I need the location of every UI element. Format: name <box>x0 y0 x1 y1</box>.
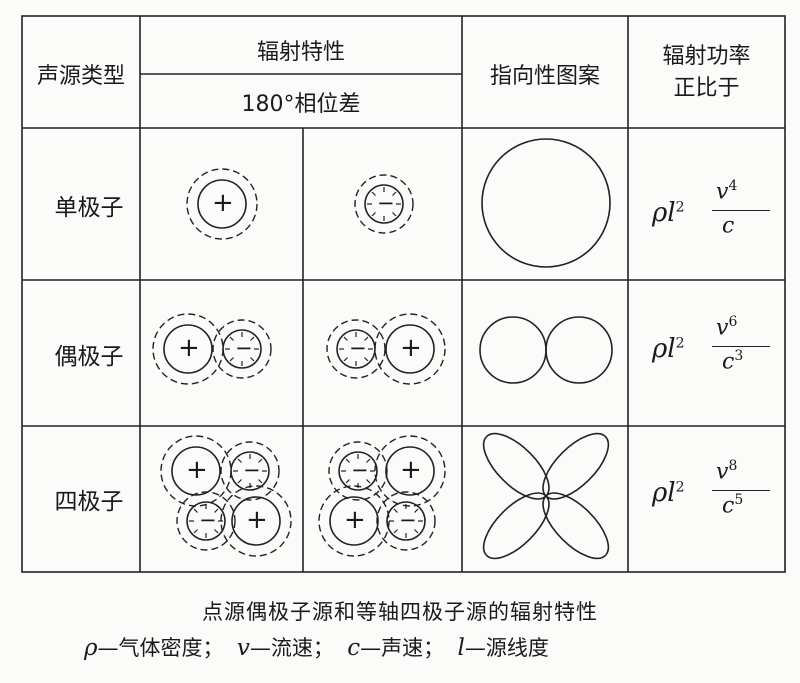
header-power-line2: 正比于 <box>673 76 740 101</box>
row-label-quadrupole: 四极子 <box>54 489 124 515</box>
header-power-line1: 辐射功率 <box>662 44 751 69</box>
symbol-legend: ρ—气体密度； v—流速； c—声速； l—源线度 <box>84 632 549 662</box>
legend-symbol: v <box>236 635 250 661</box>
formula-num-exp: 4 <box>728 178 738 194</box>
formula-monopole: ρl2 v4 c <box>630 170 785 250</box>
formula-den-exp: 3 <box>734 348 744 364</box>
sign-minus: − <box>377 191 395 215</box>
formula-den-exp: 5 <box>734 492 744 508</box>
sign-plus: + <box>246 505 268 535</box>
legend-symbol: l <box>457 635 465 661</box>
formula-den: c <box>722 493 735 519</box>
formula-dipole: ρl2 v6 c3 <box>630 306 785 386</box>
legend-symbol: ρ <box>84 635 98 661</box>
sign-plus: + <box>344 505 366 535</box>
legend-desc: —气体密度； <box>97 636 224 660</box>
header-source-type: 声源类型 <box>36 64 125 89</box>
pattern-monopole-circle <box>481 138 611 268</box>
fraction-bar <box>712 346 770 347</box>
formula-lhs-exp: 2 <box>675 199 685 216</box>
legend-desc: —源线度 <box>464 636 549 660</box>
row-label-monopole: 单极子 <box>54 195 124 221</box>
sign-minus: − <box>349 336 367 360</box>
sign-plus: + <box>400 455 422 485</box>
sign-plus: + <box>178 333 200 363</box>
formula-lhs: ρl <box>652 198 676 228</box>
sign-minus: − <box>235 336 253 360</box>
formula-lhs-exp: 2 <box>675 335 685 352</box>
sign-minus: − <box>351 458 369 482</box>
legend-desc: —流速； <box>249 636 334 660</box>
header-phase-diff: 180°相位差 <box>241 92 361 117</box>
pattern-quadrupole <box>482 432 610 560</box>
figure-caption: 点源偶极子源和等轴四极子源的辐射特性 <box>202 600 598 624</box>
formula-lhs: ρl <box>652 334 676 364</box>
header-radiation: 辐射特性 <box>256 40 345 65</box>
sign-minus: − <box>199 508 217 532</box>
formula-num: v <box>716 459 729 485</box>
sign-minus: − <box>399 508 417 532</box>
formula-quadrupole: ρl2 v8 c5 <box>630 450 785 530</box>
formula-den: c <box>722 213 735 239</box>
formula-num: v <box>716 179 729 205</box>
formula-lhs-exp: 2 <box>675 479 685 496</box>
legend-symbol: c <box>347 635 361 661</box>
header-pattern: 指向性图案 <box>489 64 600 89</box>
sign-minus: − <box>243 458 261 482</box>
formula-num-exp: 6 <box>728 314 738 330</box>
legend-desc: —声速； <box>360 636 445 660</box>
formula-num: v <box>716 315 729 341</box>
fraction-bar <box>712 490 770 491</box>
fraction-bar <box>712 210 770 211</box>
formula-num-exp: 8 <box>728 458 738 474</box>
formula-den: c <box>722 349 735 375</box>
formula-lhs: ρl <box>652 478 676 508</box>
pattern-dipole <box>479 316 613 384</box>
sign-plus: + <box>212 188 234 218</box>
row-label-dipole: 偶极子 <box>54 344 124 370</box>
sign-plus: + <box>186 455 208 485</box>
sign-plus: + <box>400 333 422 363</box>
